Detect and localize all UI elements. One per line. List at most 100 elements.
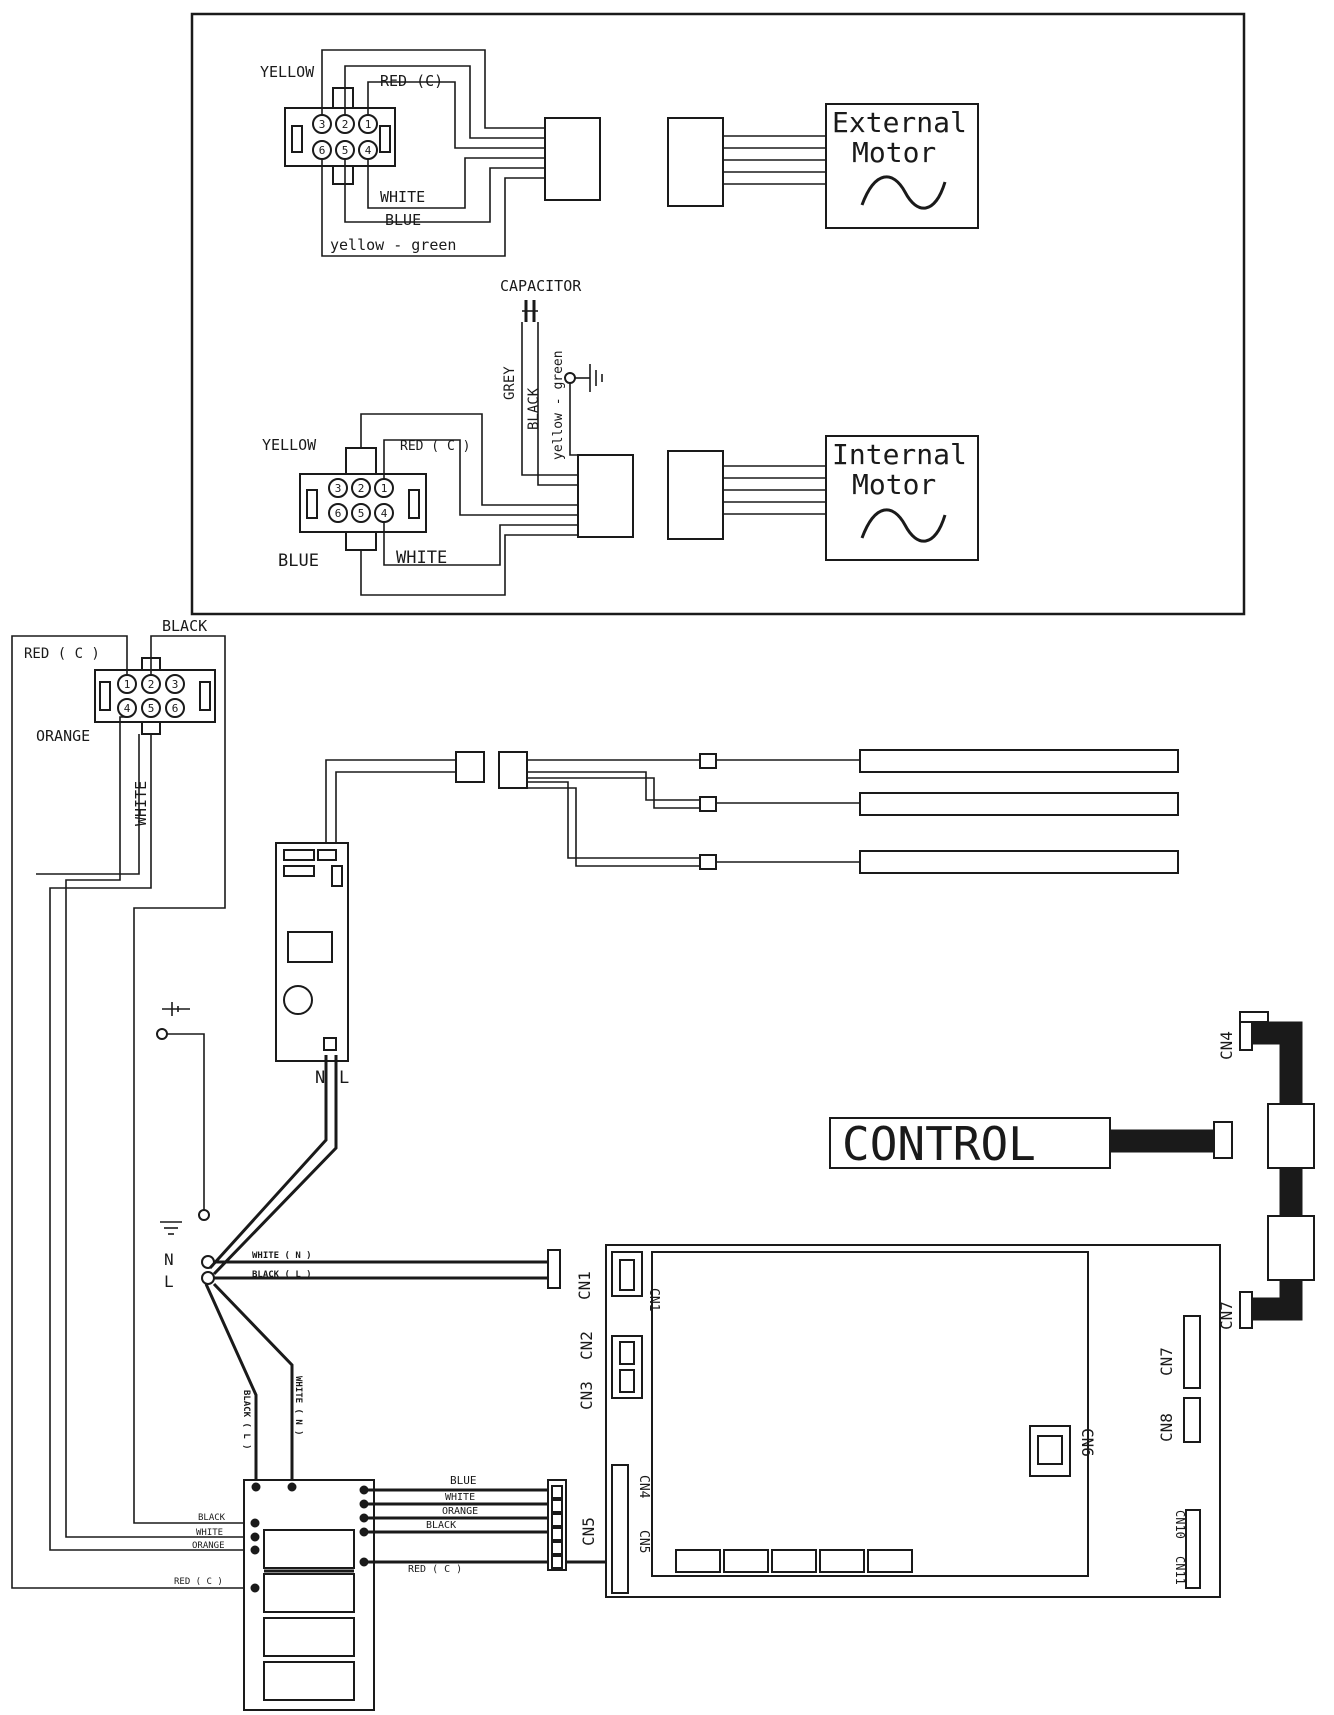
- control-ribbon-cable: [1239, 1011, 1315, 1329]
- motor-panel-frame: [190, 12, 1246, 616]
- pin-label: 5: [358, 507, 365, 520]
- int-motor-leads: [723, 465, 826, 515]
- board-cn10-label: CN10: [1173, 1510, 1187, 1539]
- relay-out-black: BLACK: [426, 1520, 456, 1531]
- ext-plug-female: [667, 117, 724, 207]
- pin-label: 1: [124, 678, 131, 691]
- black-wire-label: BLACK: [526, 387, 542, 430]
- relay-out-blue: BLUE: [450, 1474, 477, 1487]
- pin-label: 4: [124, 702, 131, 715]
- cn5-plug-label: CN5: [579, 1517, 598, 1546]
- relay-red-label: RED ( C ): [174, 1577, 223, 1587]
- control-panel: CONTROL: [829, 1117, 1233, 1171]
- cn5-plug: [547, 1479, 567, 1571]
- white-n-vertical-label: WHITE ( N ): [293, 1376, 303, 1436]
- pin-label: 4: [365, 144, 372, 157]
- pin-label: 6: [335, 507, 342, 520]
- sensor-plug-b: [498, 751, 528, 789]
- mc-red-label: RED ( C ): [24, 646, 100, 662]
- board-cn5-label: CN5: [636, 1530, 651, 1553]
- ext-yellow-green-label: yellow - green: [330, 236, 456, 254]
- control-cn4-label: CN4: [1217, 1031, 1236, 1060]
- int-plug-male: [577, 454, 634, 538]
- mc-white-label: WHITE: [132, 781, 150, 826]
- int-blue-label: BLUE: [278, 551, 319, 571]
- board-cn6-label: CN6: [1078, 1428, 1097, 1457]
- int-white-label: WHITE: [396, 548, 447, 568]
- int-motor-label-2: Motor: [852, 468, 936, 501]
- sensor-plug-a: [455, 751, 485, 783]
- power-l-label: L: [164, 1272, 174, 1291]
- pin-label: 1: [381, 482, 388, 495]
- ext-motor-label-1: External: [832, 106, 967, 139]
- relay-white-label: WHITE: [196, 1528, 223, 1538]
- cn1-plug: [547, 1249, 561, 1289]
- relay-output-wires: [364, 1488, 612, 1564]
- int-red-label: RED ( C ): [400, 439, 470, 454]
- pin-label: 3: [172, 678, 179, 691]
- mc-orange-label: ORANGE: [36, 727, 90, 745]
- relay-out-white: WHITE: [445, 1492, 475, 1503]
- board-cn2-label: CN2: [577, 1331, 596, 1360]
- internal-motor-wires: [360, 322, 578, 596]
- pin-label: 3: [319, 118, 326, 131]
- pin-label: 6: [319, 144, 326, 157]
- ac-wave-icon: [860, 175, 947, 210]
- ext-plug-male: [544, 117, 601, 201]
- grey-wire-label: GREY: [502, 366, 518, 400]
- int-yellow-label: YELLOW: [262, 436, 317, 454]
- pin-label: 4: [381, 507, 388, 520]
- sensor-probe-1: [699, 749, 1179, 773]
- ground-icon: [160, 1221, 182, 1235]
- internal-motor-connector: 3 2 1 6 5 4: [299, 447, 427, 551]
- ac-wave-icon: [860, 508, 947, 543]
- relay-black-label: BLACK: [198, 1513, 226, 1523]
- ext-red-label: RED (C): [380, 72, 443, 90]
- pin-label: 5: [148, 702, 155, 715]
- relay-out-red: RED ( C ): [408, 1564, 462, 1575]
- int-plug-female: [667, 450, 724, 540]
- cn1-label: CN1: [575, 1271, 594, 1300]
- black-l-vertical-label: BLACK ( L ): [241, 1390, 251, 1450]
- board-cn8-label: CN8: [1157, 1413, 1176, 1442]
- int-motor-label-1: Internal: [832, 438, 967, 471]
- pin-label: 2: [342, 118, 349, 131]
- pin-label: 2: [358, 482, 365, 495]
- board-cn4-label: CN4: [636, 1475, 651, 1499]
- power-wires: [204, 1055, 548, 1487]
- power-n-label: N: [164, 1250, 174, 1269]
- pin-label: 1: [365, 118, 372, 131]
- ext-motor-label-2: Motor: [852, 136, 936, 169]
- pin-label: 5: [342, 144, 349, 157]
- mc-black-label: BLACK: [162, 617, 207, 635]
- capacitor-icon: [522, 300, 538, 322]
- board-cn1-label: CN1: [646, 1288, 661, 1311]
- control-label: CONTROL: [842, 1117, 1036, 1171]
- sensor-probe-3: [699, 850, 1179, 874]
- pin-label: 2: [148, 678, 155, 691]
- sensor-probe-2: [699, 792, 1179, 816]
- black-l-label: BLACK ( L ): [252, 1270, 312, 1280]
- pin-label: 3: [335, 482, 342, 495]
- power-l-terminal: [201, 1271, 215, 1285]
- ext-white-label: WHITE: [380, 188, 425, 206]
- sensor-wires: [325, 759, 700, 867]
- main-six-pin-connector: 1 2 3 4 5 6: [94, 657, 216, 735]
- small-control-board: N L: [275, 842, 349, 1088]
- relay-block: [243, 1479, 375, 1711]
- main-harness-wires: [11, 635, 255, 1589]
- board-cn11-label: CN11: [1173, 1556, 1187, 1585]
- pin-label: 6: [172, 702, 179, 715]
- internal-motor: Internal Motor: [825, 435, 979, 561]
- board-cn3-label: CN3: [577, 1381, 596, 1410]
- main-control-board: [605, 1244, 1221, 1598]
- capacitor-label: CAPACITOR: [500, 277, 582, 295]
- small-board-l: L: [339, 1068, 349, 1088]
- board-cn7-label: CN7: [1157, 1347, 1176, 1376]
- relay-out-orange: ORANGE: [442, 1506, 478, 1517]
- small-board-n: N: [315, 1068, 325, 1088]
- yellow-green-wire-label: yellow - green: [551, 350, 566, 460]
- external-motor: External Motor: [825, 103, 979, 229]
- ext-yellow-label: YELLOW: [260, 63, 315, 81]
